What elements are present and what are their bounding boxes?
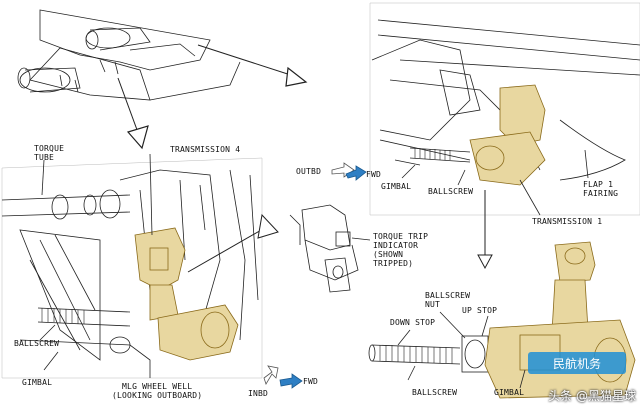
watermark-logo: 民航机务 [528,352,626,374]
label-inbd: INBD [248,389,269,398]
label-fwd-top: FWD [366,170,382,179]
label-gimbal-bottom: GIMBAL [494,388,525,397]
label-down-stop: DOWN STOP [390,318,436,327]
label-outbd: OUTBD [296,167,322,176]
watermark: 头条 @黑猫星球 [548,387,636,404]
label-ballscrew-bottom: BALLSCREW [412,388,458,397]
label-transmission-4: TRANSMISSION 4 [170,145,241,154]
label-ballscrew-right: BALLSCREW [428,187,474,196]
label-fwd-bottom: FWD [303,377,319,386]
label-gimbal-left: GIMBAL [22,378,53,387]
watermark-text: 头条 @黑猫星球 [548,389,636,403]
label-gimbal-right: GIMBAL [381,182,412,191]
label-ballscrew-left: BALLSCREW [14,339,60,348]
label-mlg-wheel-well: MLG WHEEL WELL(LOOKING OUTBOARD) [112,382,203,400]
transmission-4-part [134,227,239,361]
label-up-stop: UP STOP [462,306,498,315]
label-transmission-1: TRANSMISSION 1 [532,217,603,226]
watermark-logo-text: 民航机务 [553,356,601,371]
transmission-1-part [469,84,546,186]
aircraft-overview [17,9,241,101]
torque-trip-indicator-view [289,204,359,293]
transmission-large-part [484,241,636,399]
label-torque-trip-indicator: TORQUE TRIP INDICATOR (SHOWN TRIPPED) [373,232,429,268]
transmission-detail-view [368,335,489,373]
